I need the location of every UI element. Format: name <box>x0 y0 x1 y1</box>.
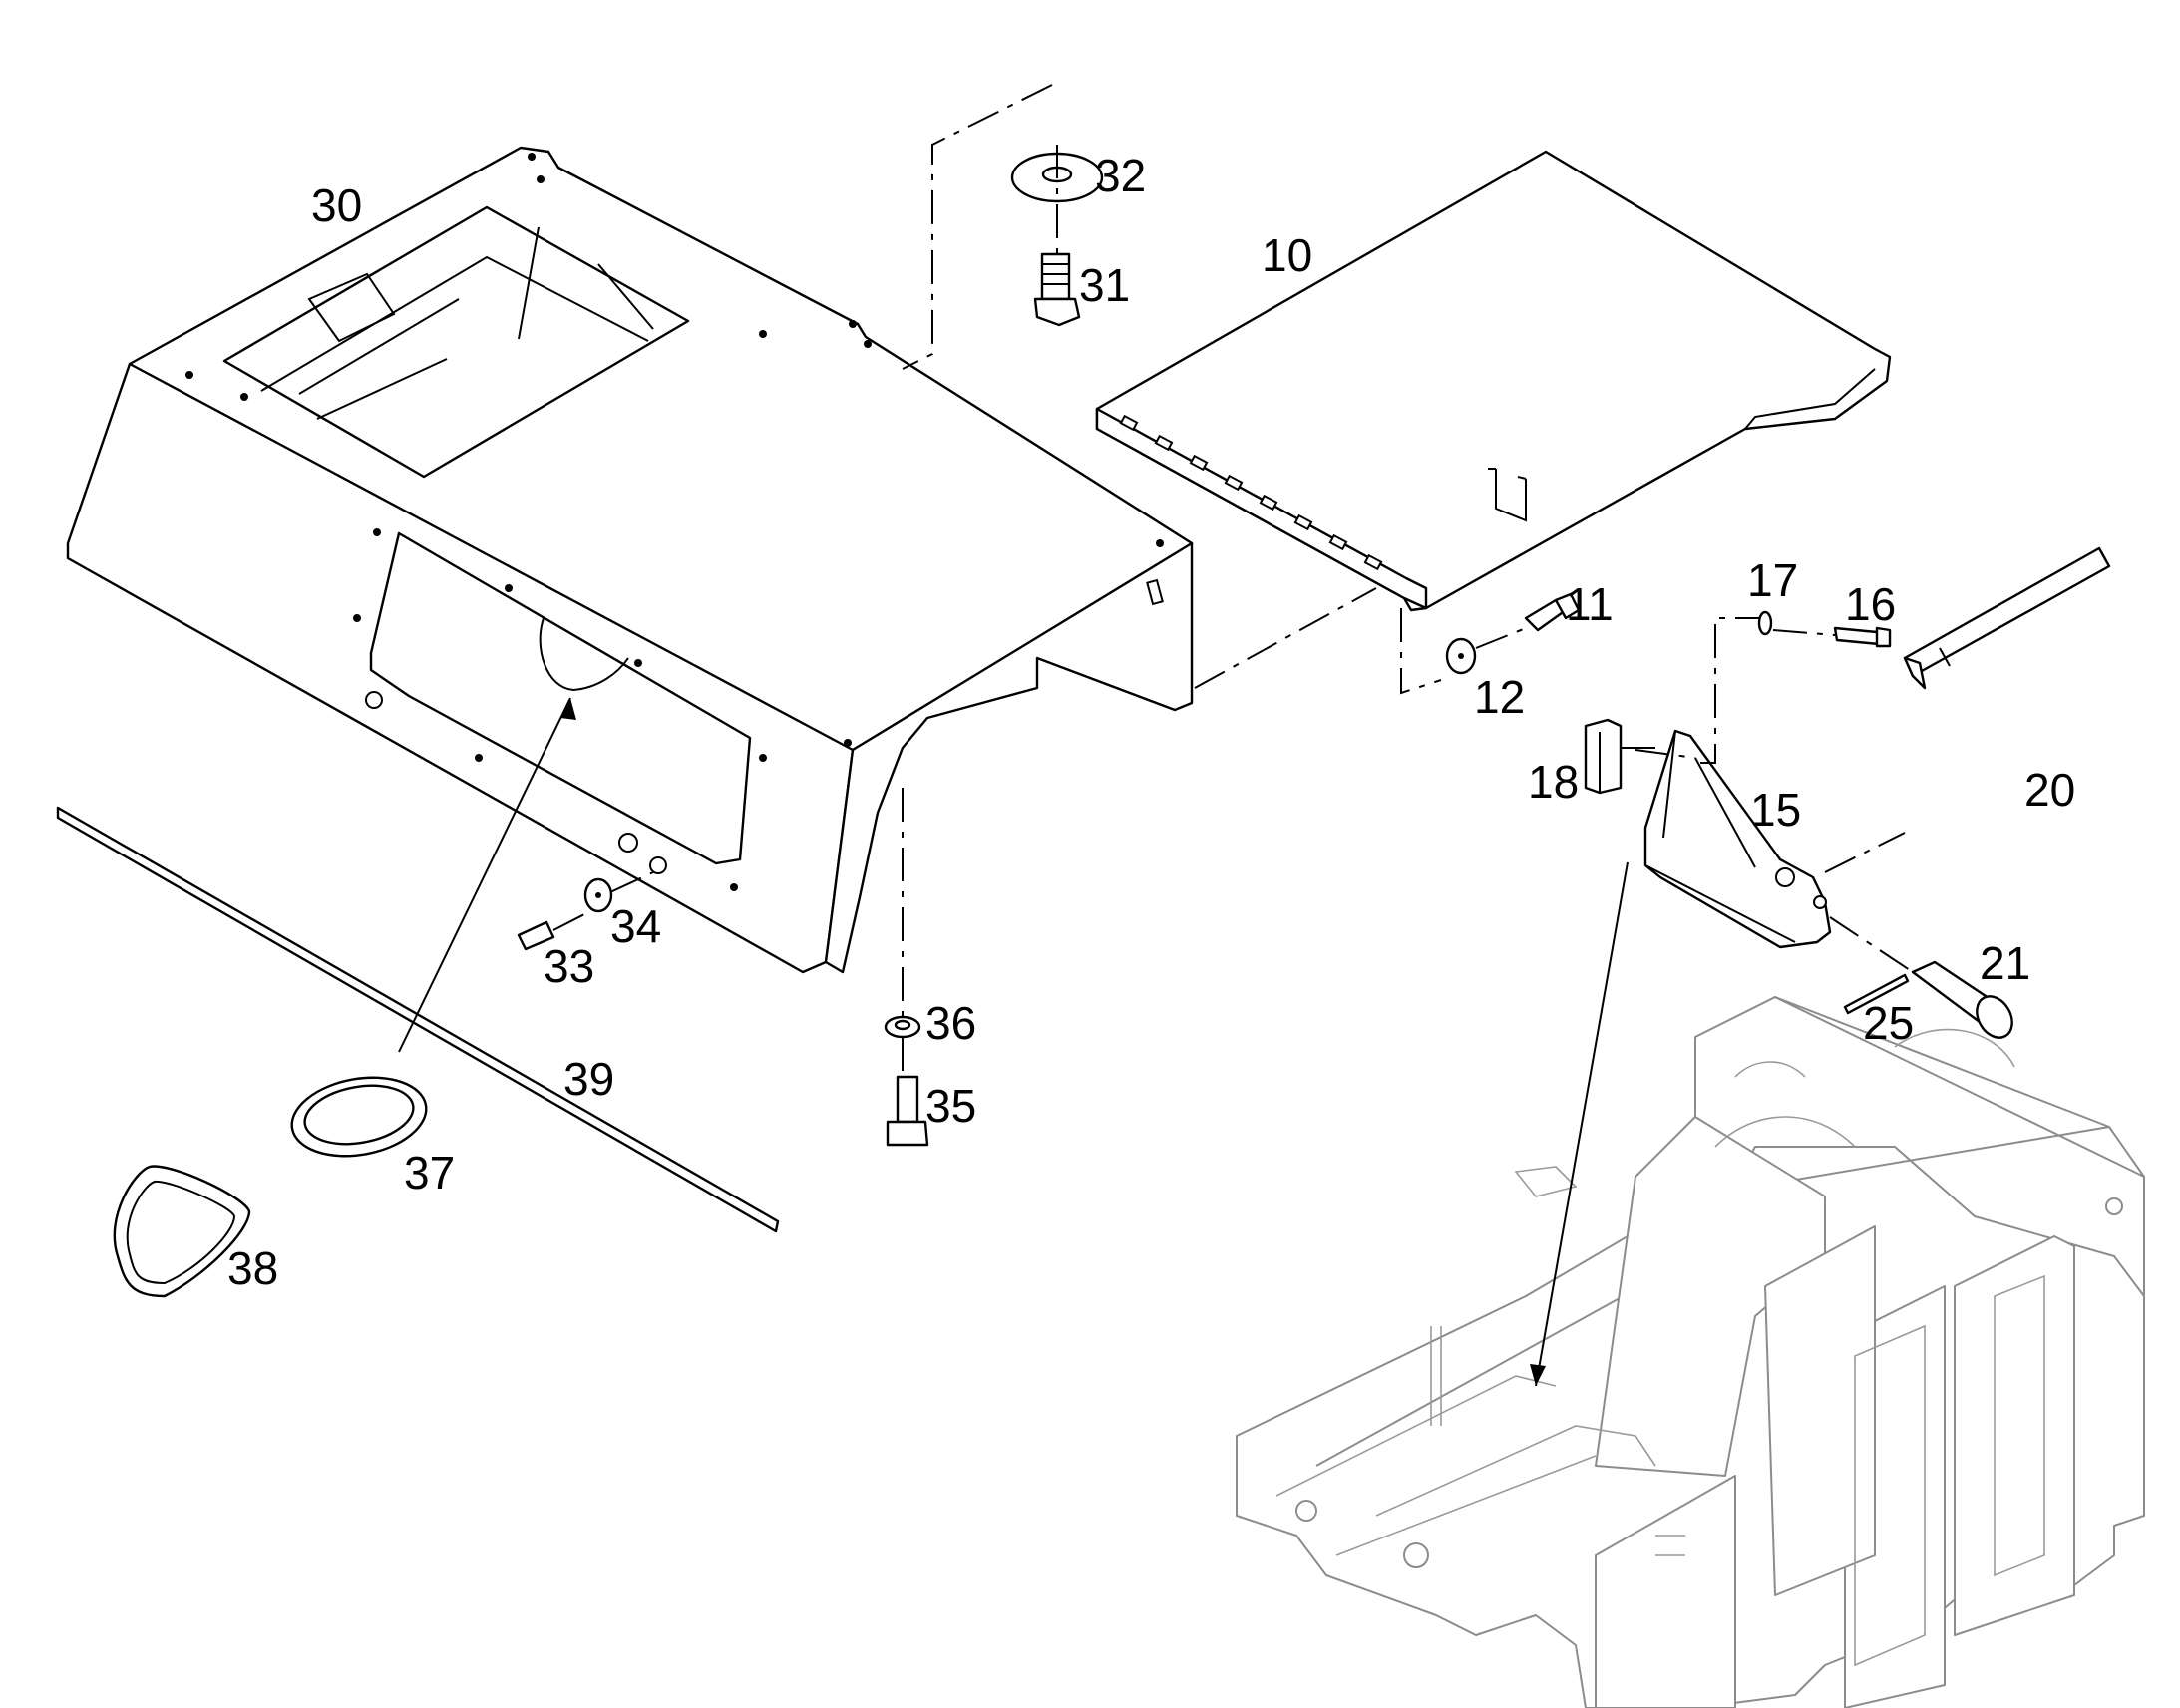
label-11: 11 <box>1566 578 1614 630</box>
panel-slots <box>1119 414 1383 571</box>
label-12: 12 <box>1474 671 1525 723</box>
screw-part-33 <box>517 920 555 951</box>
hood-part-30 <box>66 146 1194 974</box>
label-37: 37 <box>404 1147 455 1198</box>
bolt-part-31 <box>1033 252 1081 327</box>
label-38: 38 <box>227 1242 278 1294</box>
chassis-frame-background <box>1236 996 2145 1708</box>
lock-washer-part-17 <box>1757 610 1773 636</box>
label-39: 39 <box>563 1053 614 1105</box>
label-34: 34 <box>610 900 661 952</box>
screw-part-16 <box>1833 626 1892 648</box>
leader-lines <box>398 697 1655 1387</box>
washer-part-34 <box>583 877 613 913</box>
cotter-pin-part-25 <box>1843 973 1910 1015</box>
label-25: 25 <box>1863 997 1914 1049</box>
assembly-centerlines <box>552 84 1914 1077</box>
bracket-part-15 <box>1643 729 1832 949</box>
bolt-part-11 <box>1524 592 1581 632</box>
label-33: 33 <box>544 940 594 992</box>
washer-part-12 <box>1445 637 1477 675</box>
bolt-part-35 <box>886 1075 929 1147</box>
seal-part-38 <box>113 1165 251 1298</box>
label-30: 30 <box>311 179 362 231</box>
pin-part-21 <box>1911 960 2013 1039</box>
label-31: 31 <box>1079 259 1130 311</box>
shaft-part-20 <box>1903 546 2111 690</box>
label-15: 15 <box>1750 784 1801 836</box>
label-17: 17 <box>1747 554 1798 606</box>
spacer-block-part-18 <box>1584 718 1623 795</box>
gasket-ring-part-37 <box>290 1076 428 1158</box>
label-36: 36 <box>925 997 976 1049</box>
washer-part-36 <box>884 1015 921 1039</box>
label-18: 18 <box>1528 756 1579 808</box>
label-21: 21 <box>1980 937 2030 989</box>
label-10: 10 <box>1262 229 1312 281</box>
label-32: 32 <box>1095 150 1146 201</box>
label-20: 20 <box>2024 764 2075 816</box>
hood-holes <box>185 153 1164 891</box>
label-35: 35 <box>925 1080 976 1132</box>
trim-strip-part-39 <box>56 806 780 1233</box>
label-16: 16 <box>1845 578 1896 630</box>
cover-panel-part-10 <box>1095 150 1892 612</box>
callout-labels: 10 11 12 15 16 17 18 20 21 25 30 31 32 3… <box>227 150 2075 1294</box>
